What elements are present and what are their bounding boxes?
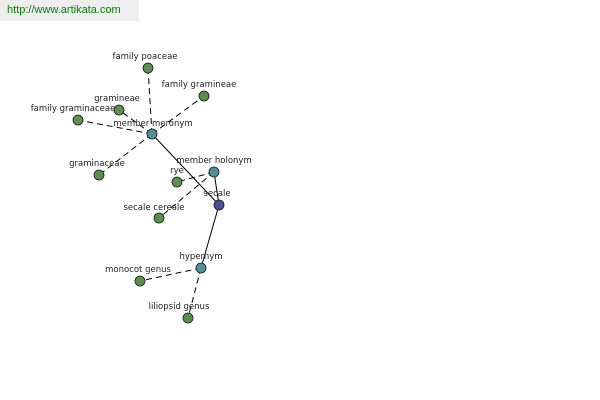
leaf-family-graminaceae-label[interactable]: family graminaceae	[31, 104, 116, 114]
leaf-family-gramineae-node[interactable]	[198, 90, 210, 102]
relation-member-meronym-node[interactable]	[146, 128, 158, 140]
leaf-gramineae-node[interactable]	[113, 104, 125, 116]
node-layer	[72, 62, 225, 324]
site-url-link[interactable]: http://www.artikata.com	[0, 0, 139, 21]
leaf-liliopsid-genus-label[interactable]: liliopsid genus	[149, 302, 210, 312]
relation-hypernym-label[interactable]: hypernym	[179, 252, 222, 262]
center-secale-label[interactable]: secale	[203, 189, 230, 199]
edge-secale-member-holonym	[213, 171, 220, 206]
relation-member-holonym-node[interactable]	[208, 166, 220, 178]
leaf-family-gramineae-label[interactable]: family gramineae	[162, 80, 237, 90]
edge-member-meronym-family-poaceae	[147, 67, 153, 135]
leaf-rye-node[interactable]	[171, 176, 183, 188]
edge-member-holonym-secale-cereale	[158, 171, 215, 219]
leaf-secale-cereale-label[interactable]: secale cereale	[123, 203, 184, 213]
edge-hypernym-liliopsid-genus	[187, 267, 202, 319]
edge-member-meronym-family-graminaceae	[77, 119, 153, 135]
leaf-rye-label[interactable]: rye	[170, 166, 184, 176]
edge-member-meronym-graminaceae	[98, 133, 153, 176]
edge-secale-member-meronym	[151, 133, 220, 206]
leaf-monocot-genus-node[interactable]	[134, 275, 146, 287]
leaf-monocot-genus-label[interactable]: monocot genus	[105, 265, 171, 275]
edge-member-meronym-gramineae	[118, 109, 153, 135]
relation-member-meronym-label[interactable]: member meronym	[113, 119, 192, 129]
leaf-family-graminaceae-node[interactable]	[72, 114, 84, 126]
leaf-liliopsid-genus-node[interactable]	[182, 312, 194, 324]
center-secale-node[interactable]	[213, 199, 225, 211]
leaf-gramineae-label[interactable]: gramineae	[94, 94, 140, 104]
leaf-family-poaceae-node[interactable]	[142, 62, 154, 74]
edge-layer	[77, 67, 220, 319]
edge-hypernym-monocot-genus	[139, 267, 202, 282]
relation-member-holonym-label[interactable]: member holonym	[176, 156, 251, 166]
leaf-graminaceae-label[interactable]: graminaceae	[69, 159, 125, 169]
relation-hypernym-node[interactable]	[195, 262, 207, 274]
edge-secale-hypernym	[200, 204, 220, 269]
label-layer: family poaceae family gramineae gramineaef…	[31, 52, 252, 312]
edge-member-holonym-rye	[176, 171, 215, 183]
leaf-family-poaceae-label[interactable]: family poaceae	[112, 52, 177, 62]
edge-member-meronym-family-gramineae	[151, 95, 205, 135]
leaf-graminaceae-node[interactable]	[93, 169, 105, 181]
leaf-secale-cereale-node[interactable]	[153, 212, 165, 224]
